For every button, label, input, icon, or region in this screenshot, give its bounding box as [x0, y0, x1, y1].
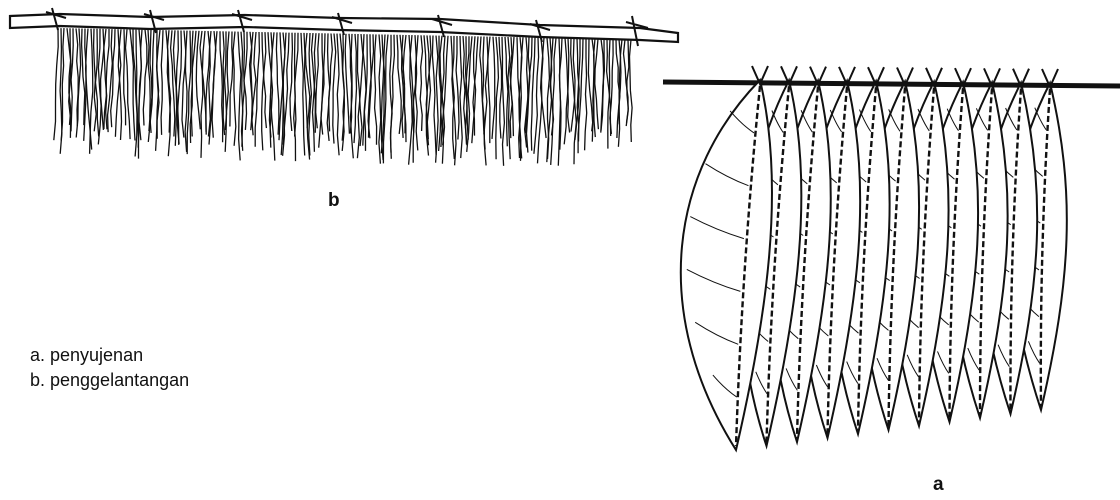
leaf-strand	[432, 36, 436, 155]
label-b: b	[328, 190, 340, 212]
leaf-strand	[90, 29, 93, 154]
leaf-strand	[255, 32, 259, 147]
leaf-strand	[502, 37, 504, 166]
leaf-strand	[375, 34, 377, 144]
leaf-strand	[505, 37, 508, 146]
legend-item-b: b. penggelantangan	[30, 368, 189, 393]
leaf-strand	[585, 39, 587, 151]
leaf-strand	[130, 29, 135, 140]
leaf-strand	[460, 36, 462, 158]
legend-item-a: a. penyujenan	[30, 343, 189, 368]
leaf-stack	[681, 66, 1067, 450]
label-a: a	[933, 474, 944, 496]
legend-key: b.	[30, 368, 50, 393]
leaf-strand	[345, 34, 349, 134]
leaf-strand	[627, 39, 629, 122]
leaf-strand	[233, 32, 236, 146]
leaf-strand	[573, 38, 576, 164]
legend: a. penyujenan b. penggelantangan	[30, 343, 189, 393]
leaf-strand	[483, 37, 487, 166]
pole-b	[10, 14, 678, 42]
leaf-strand	[230, 32, 233, 127]
leaf-strand	[190, 31, 196, 143]
leaf-strand	[364, 34, 367, 151]
leaf-strand	[499, 37, 502, 139]
leaf-strand	[492, 37, 495, 139]
leaf-strand	[508, 37, 510, 159]
leaf-strand	[313, 33, 317, 152]
leaf-strand	[379, 34, 381, 163]
leaf-strand	[337, 34, 339, 156]
leaf-strand	[630, 40, 633, 143]
leaf-strand	[420, 35, 422, 131]
legend-text: penyujenan	[50, 343, 143, 368]
leaf-strand	[212, 31, 217, 138]
legend-text: penggelantangan	[50, 368, 189, 393]
leaf-strand	[143, 30, 147, 126]
leaf-strand	[397, 35, 401, 134]
leaf-strand	[220, 31, 223, 142]
leaf-strand	[354, 34, 357, 143]
leaf-strand	[402, 35, 404, 138]
leaf-strand	[595, 39, 599, 129]
leaf-strand	[71, 28, 73, 131]
leaf-strand	[316, 33, 319, 128]
leaf-strand	[333, 34, 336, 144]
leaf-strand	[290, 33, 292, 131]
leaf-strand	[358, 34, 363, 146]
leaf-strand	[456, 36, 459, 140]
leaf-strand	[409, 35, 413, 165]
leaf-strand	[54, 28, 58, 140]
leaf-strands	[54, 28, 632, 166]
leaf-strand	[276, 32, 279, 134]
leaf-strand	[238, 32, 241, 161]
legend-key: a.	[30, 343, 50, 368]
leaf-strand	[610, 39, 613, 134]
shredded-tobacco-on-pole	[10, 8, 678, 166]
strung-tobacco-leaves	[663, 66, 1120, 450]
leaf-strand	[496, 37, 499, 160]
leaf-strand	[161, 30, 163, 135]
